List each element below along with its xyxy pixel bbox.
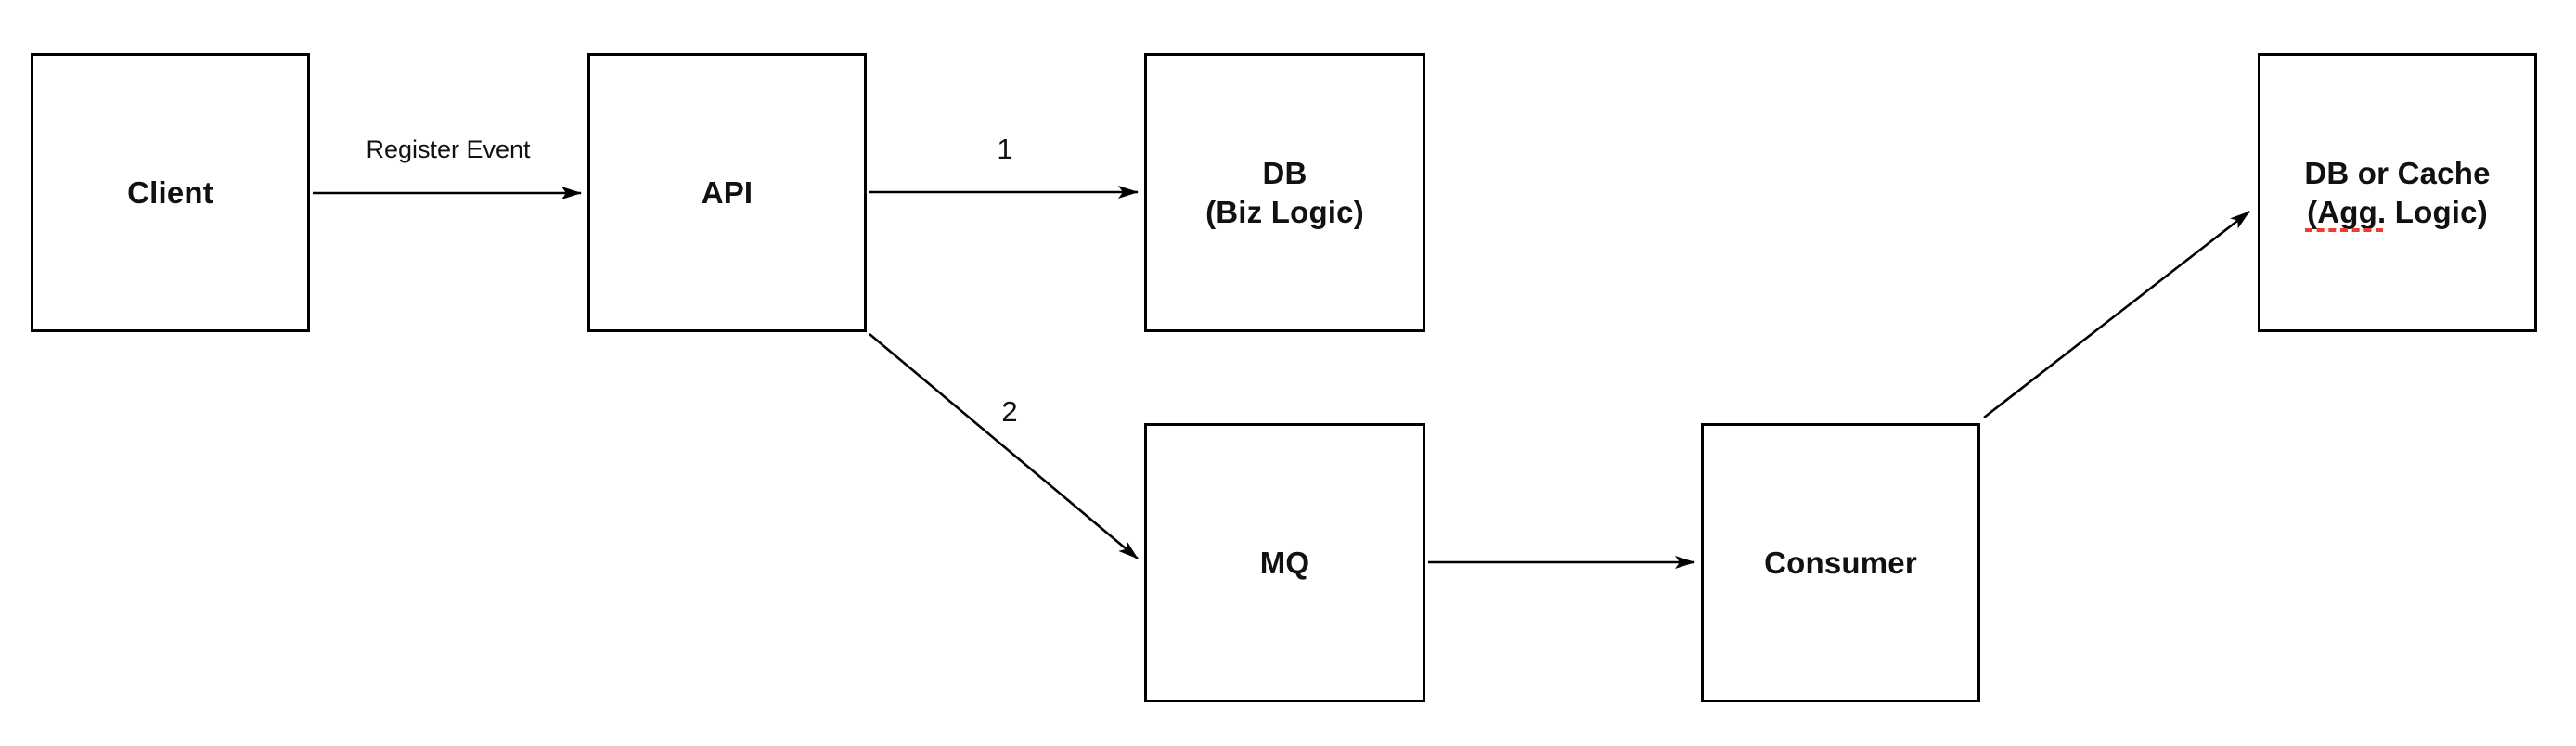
arrow-consumer-to-db-cache: [1983, 210, 2250, 419]
spellcheck-underline: [2305, 228, 2383, 232]
node-db-or-cache-line2: (Agg. Logic): [2307, 194, 2488, 229]
edge-label-register-event: Register Event: [366, 135, 531, 163]
node-consumer-label: Consumer: [1764, 545, 1917, 580]
node-api: API: [587, 53, 867, 332]
node-db-biz-logic-label: DB (Biz Logic): [1205, 154, 1364, 232]
node-client-label: Client: [127, 174, 213, 210]
node-api-label: API: [701, 174, 753, 210]
edge-label-1: 1: [997, 133, 1013, 165]
node-db-or-cache-label: DB or Cache (Agg. Logic): [2304, 154, 2490, 232]
node-db-biz-logic-line2: (Biz Logic): [1205, 194, 1364, 229]
node-db-or-cache: DB or Cache (Agg. Logic): [2258, 53, 2537, 332]
arrow-api-to-mq: [869, 333, 1139, 560]
node-db-or-cache-line1: DB or Cache: [2304, 155, 2491, 190]
node-db-biz-logic: DB (Biz Logic): [1144, 53, 1425, 332]
node-client: Client: [31, 53, 310, 332]
edge-label-2: 2: [1001, 395, 1018, 428]
node-mq-label: MQ: [1259, 545, 1310, 580]
node-consumer: Consumer: [1701, 423, 1980, 702]
node-mq: MQ: [1144, 423, 1425, 702]
node-db-biz-logic-line1: DB: [1262, 155, 1307, 190]
